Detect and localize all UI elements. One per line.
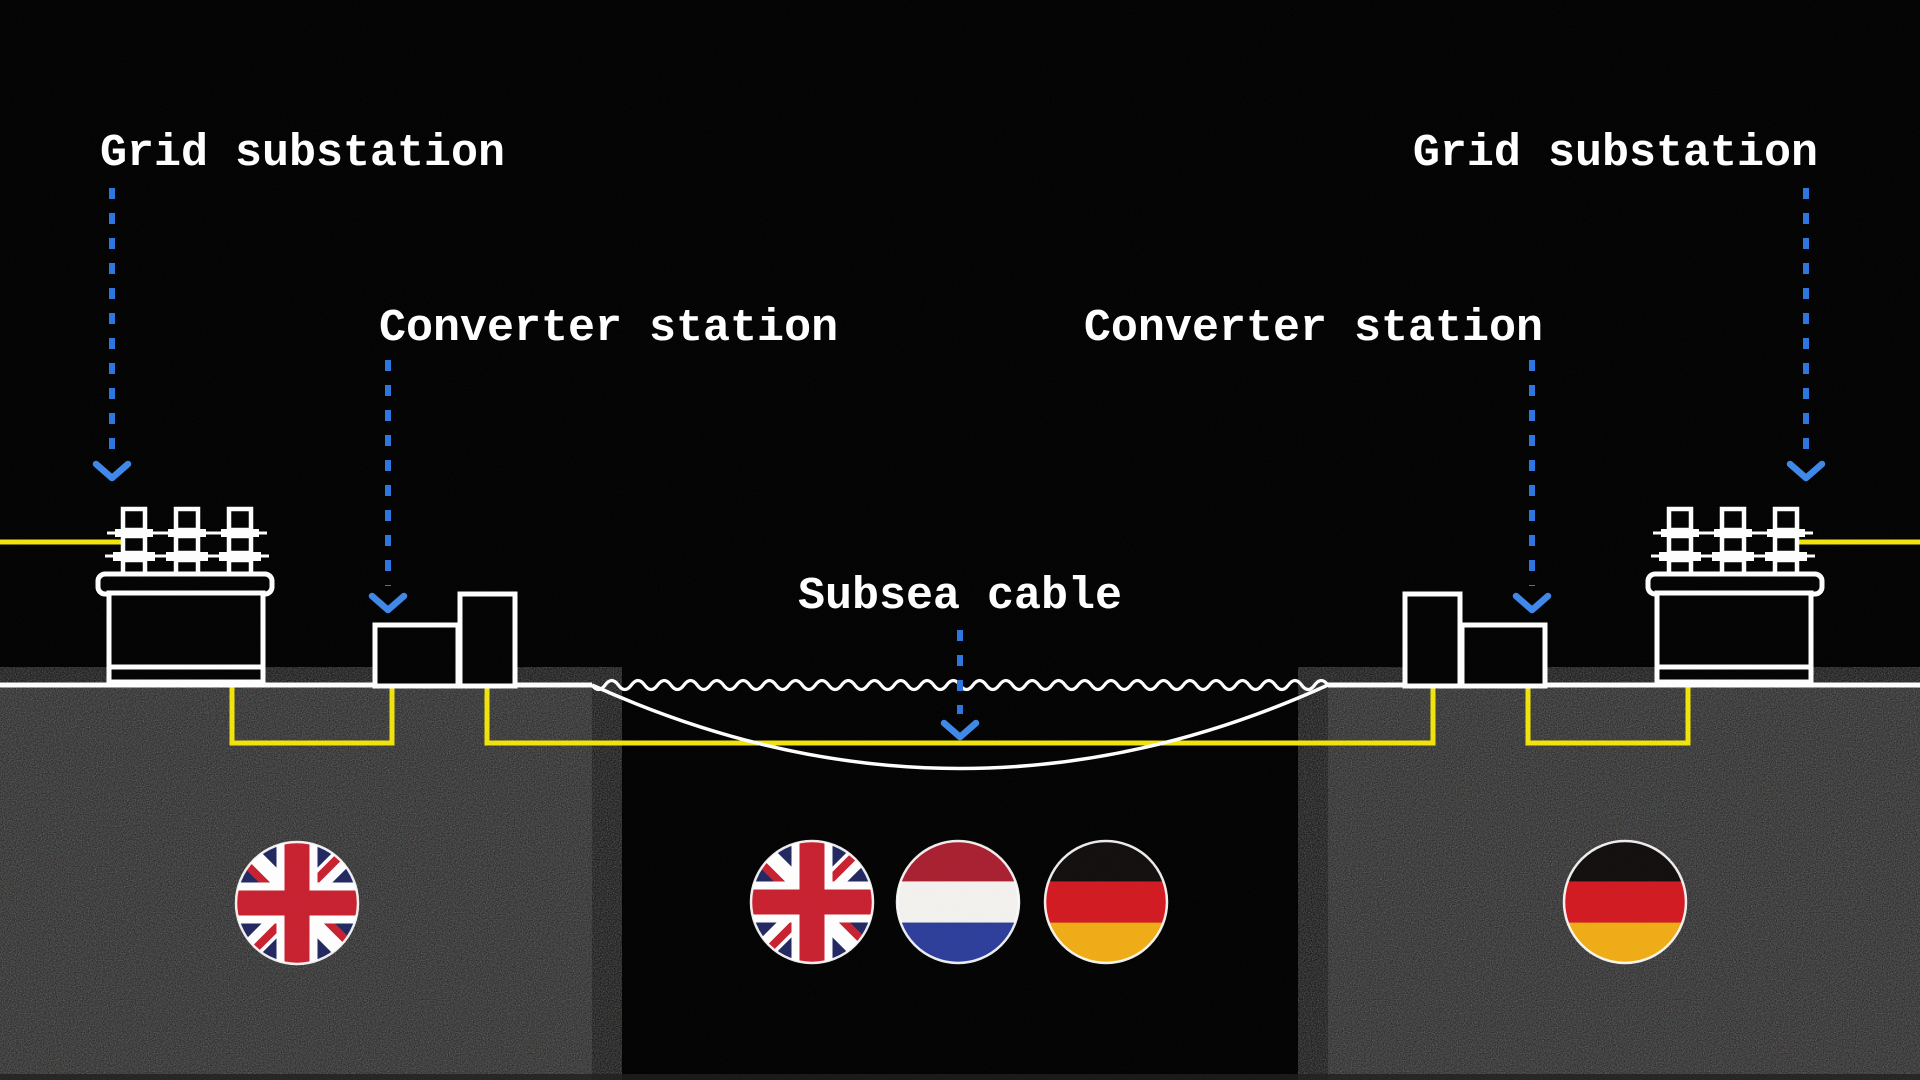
label-converter-station-right: Converter station [1083,303,1543,354]
label-converter-station-left: Converter station [379,303,839,354]
label-subsea-cable: Subsea cable [797,571,1123,622]
label-grid-substation-left: Grid substation [100,128,506,179]
label-grid-substation-right: Grid substation [1412,128,1818,179]
